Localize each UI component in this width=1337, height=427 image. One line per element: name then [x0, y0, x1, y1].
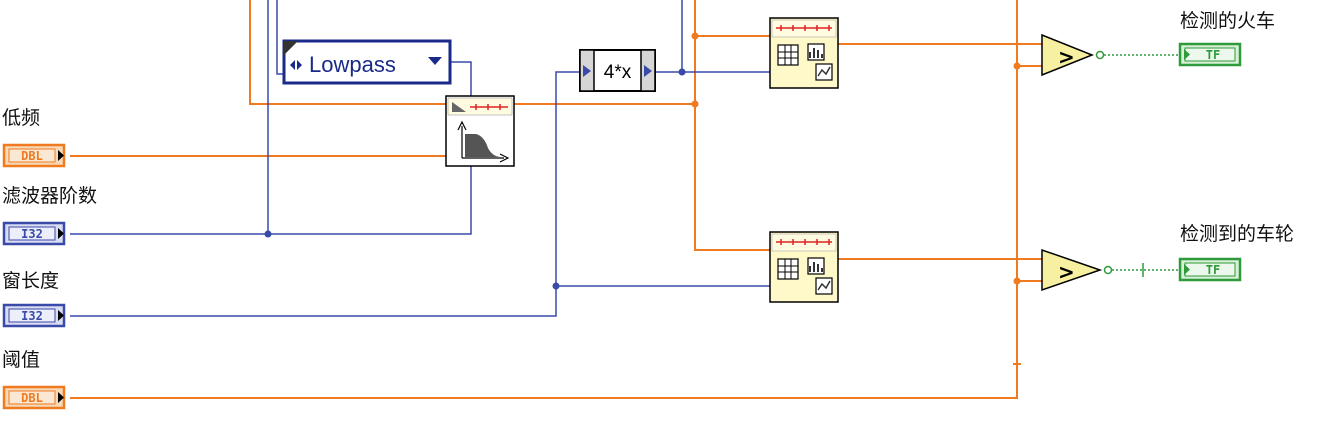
greater-than-top[interactable]: > [1041, 33, 1095, 77]
orange-wires [70, 0, 1042, 399]
filter-vi-node[interactable] [445, 95, 515, 167]
filter-type-wire [450, 61, 472, 96]
filter-order-wire [70, 166, 472, 235]
blue-junctions [264, 68, 686, 290]
formula-expression: 4*x [604, 62, 632, 83]
low-freq-control[interactable]: DBL [2, 143, 66, 168]
control-arrow-icon [58, 228, 64, 239]
blue-wires [70, 0, 770, 317]
window-length-wire [70, 71, 580, 317]
statistics-vi-bottom[interactable] [769, 231, 839, 303]
axis-icon [457, 120, 510, 163]
formula-output-terminal-icon [644, 65, 652, 77]
increment-arrows-icon [290, 60, 302, 70]
window-length-control[interactable]: I32 [2, 303, 66, 328]
detected-wheel-indicator[interactable]: TF [1178, 257, 1242, 282]
threshold-type: DBL [21, 391, 43, 405]
grid-icon [777, 258, 799, 280]
orange-junctions [691, 32, 1021, 285]
control-arrow-icon [58, 392, 64, 403]
threshold-control[interactable]: DBL [2, 385, 66, 410]
filter-order-label: 滤波器阶数 [2, 185, 97, 207]
threshold-wire [70, 0, 1018, 399]
formula-node[interactable]: 4*x [579, 49, 656, 92]
filter-order-control[interactable]: I32 [2, 221, 66, 246]
low-freq-label: 低频 [2, 107, 40, 129]
array-arrows-icon [776, 25, 832, 31]
detected-wheel-type: TF [1206, 263, 1220, 277]
signal-wire-to-stats-bottom [694, 104, 770, 251]
greater-than-icon: > [1058, 45, 1075, 69]
filter-type-ring[interactable]: Lowpass [282, 39, 452, 85]
window-length-type: I32 [21, 309, 43, 323]
greater-than-bottom[interactable]: > [1041, 248, 1103, 292]
window-length-label: 窗长度 [2, 270, 59, 292]
grid-icon [777, 44, 799, 66]
histogram-icon [807, 257, 825, 275]
array-arrows-icon [470, 104, 508, 110]
detected-wheel-label: 检测到的车轮 [1180, 223, 1294, 245]
waveform-icon [452, 102, 466, 112]
indicator-arrow-icon [1184, 49, 1190, 60]
signal-wire-to-filter [249, 0, 446, 105]
histogram-icon [807, 43, 825, 61]
filter-type-value: Lowpass [309, 52, 396, 77]
statistics-vi-top[interactable] [769, 17, 839, 89]
compare-bottom-output-terminal [1103, 265, 1113, 275]
control-arrow-icon [58, 150, 64, 161]
green-wires [1104, 54, 1178, 271]
control-arrow-icon [58, 310, 64, 321]
detected-train-indicator[interactable]: TF [1178, 42, 1242, 67]
low-freq-type: DBL [21, 149, 43, 163]
array-arrows-icon [776, 239, 832, 245]
filter-order-type: I32 [21, 227, 43, 241]
greater-than-icon: > [1058, 260, 1075, 284]
indicator-arrow-icon [1184, 264, 1190, 275]
threshold-label: 阈值 [2, 349, 40, 371]
lowpass-response-icon [465, 134, 500, 157]
ring-corner-icon [284, 41, 298, 55]
formula-input-terminal-icon [583, 65, 591, 77]
detected-train-type: TF [1206, 48, 1220, 62]
chevron-down-icon [428, 57, 442, 65]
detected-train-label: 检测的火车 [1180, 10, 1275, 32]
compare-top-output-terminal [1095, 50, 1105, 60]
